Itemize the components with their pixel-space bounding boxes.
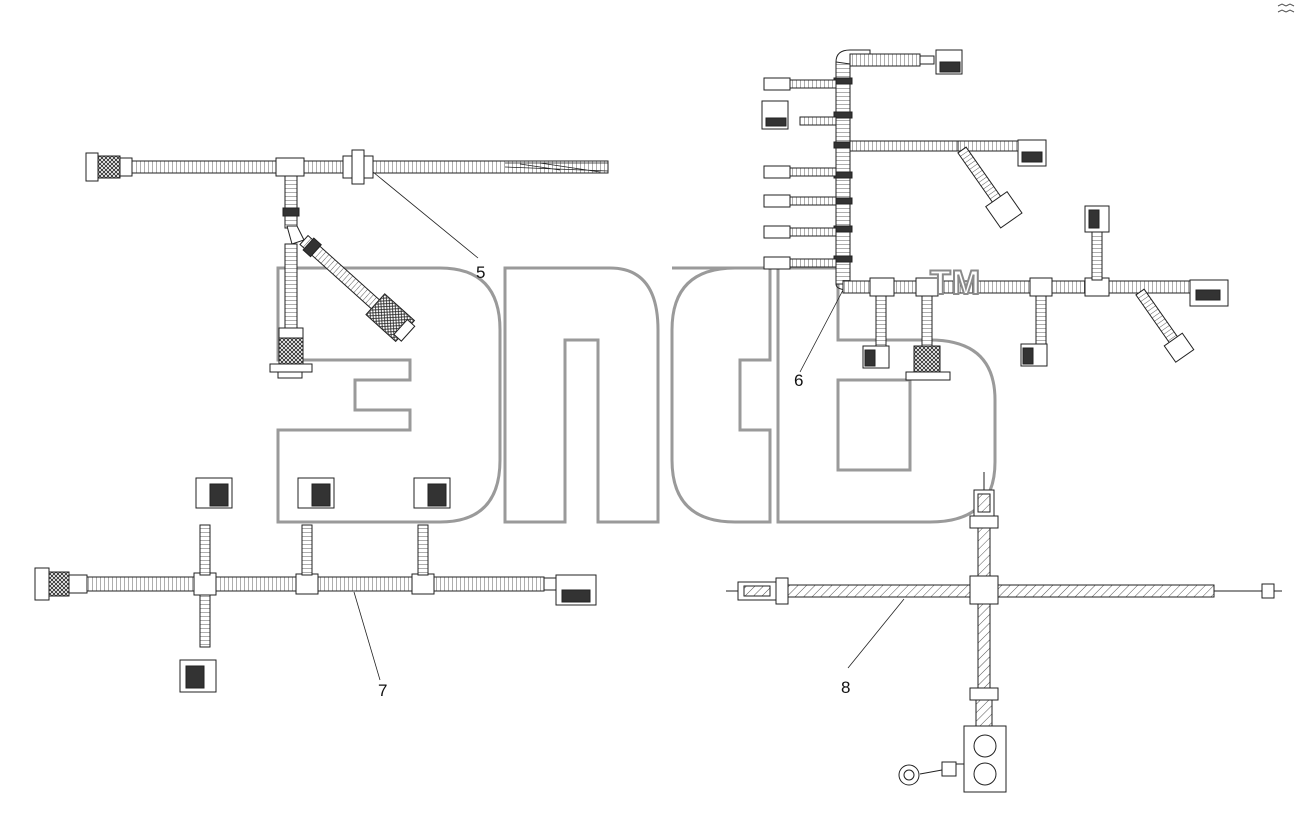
harness-8 xyxy=(726,472,1282,793)
harness-5 xyxy=(85,149,609,379)
callout-7: 7 xyxy=(378,681,388,700)
callout-8: 8 xyxy=(841,678,851,697)
callout-6: 6 xyxy=(794,371,804,390)
harness-6 xyxy=(761,49,1229,381)
watermark-tm: TM xyxy=(929,263,982,303)
corner-mark xyxy=(1277,3,1295,13)
callout-5: 5 xyxy=(476,263,486,282)
watermark-logo xyxy=(276,266,997,524)
harness-7 xyxy=(34,477,597,693)
